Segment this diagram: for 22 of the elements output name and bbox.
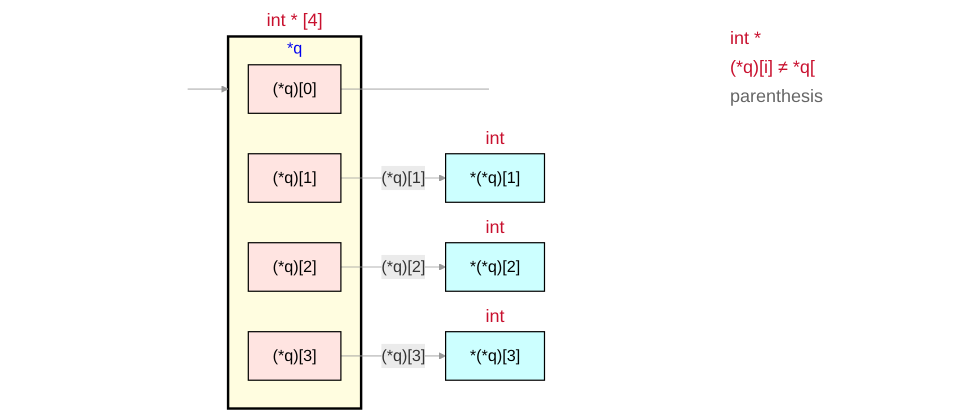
node-box: (*q)[0] xyxy=(248,64,342,114)
edge-label: (*q)[2] xyxy=(272,258,317,276)
arrow xyxy=(187,85,228,93)
edge-label: (*q)[1] xyxy=(272,169,317,187)
node-box: *(*q)[2] xyxy=(445,242,546,292)
type-label: int xyxy=(484,216,506,238)
type-label: int xyxy=(484,306,506,327)
type-label: int xyxy=(484,128,506,149)
type-label: int * [4] xyxy=(266,10,324,32)
node-box: *(*q)[1] xyxy=(445,153,546,203)
node-label: (*q)[3] xyxy=(381,347,426,365)
edge-label: (*q)[3] xyxy=(272,347,317,365)
note-text: parenthesis xyxy=(730,86,824,107)
node-box xyxy=(248,242,342,292)
node-label: (*q)[1] xyxy=(381,169,426,187)
connector xyxy=(340,88,490,90)
node-box: *(*q)[3] xyxy=(445,331,546,381)
note-text: int * xyxy=(730,28,762,49)
note-text: (*q)[i] ≠ *q[ xyxy=(730,57,816,78)
node-label: (*q)[2] xyxy=(381,258,426,276)
node-box xyxy=(248,153,342,203)
node-box xyxy=(248,331,342,381)
